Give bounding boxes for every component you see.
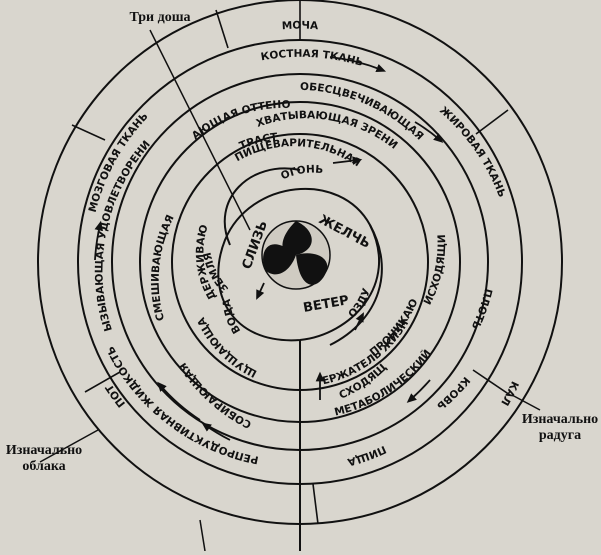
label-iznachalno-oblaka: Изначально облака: [5, 443, 83, 474]
arrow-4: [94, 220, 103, 261]
label-oshchushchayushchaya: ОЩУЩАЮЩАЯ: [0, 0, 259, 379]
triskelion-arm-1: [282, 221, 312, 256]
label-krov: КРОВЬ: [434, 374, 472, 412]
label-kostnaya: КОСТНАЯ ТКАНЬ: [260, 48, 365, 69]
arrow-ogon: [332, 156, 363, 165]
label-tri-dosha: Три доша: [129, 10, 191, 25]
label-mocha: МОЧА: [282, 20, 320, 33]
label-pishcha: ПИЩА: [345, 443, 388, 468]
triskelion-arm-3: [263, 244, 296, 275]
arrow-5: [157, 381, 201, 421]
label-ogon: ОГОНЬ: [279, 163, 324, 182]
label-iznachalno-raduga: Изначально радуга: [521, 412, 599, 443]
arrow-3: [201, 422, 231, 441]
label-udovletvorenie: ВЫЗЫВАЮЩАЯ УДОВЛЕТВОРЕНИЕ: [0, 0, 153, 333]
center-spiral: [217, 167, 383, 551]
label-veter: ВЕТЕР: [302, 293, 350, 316]
label-voda: ВОДА: [221, 297, 243, 335]
arrow-vozduh: [354, 312, 364, 331]
sector-dividers: [71, 0, 511, 525]
pointer-tri-dosha: [149, 29, 251, 231]
arrow-voda: [256, 282, 265, 300]
label-kal: КАЛ: [498, 379, 520, 407]
label-plot: ПЛОТЬ: [469, 287, 494, 331]
pointer-bottom-left: [199, 519, 206, 552]
pointer-raduga: [511, 394, 541, 411]
triskelion: [261, 220, 331, 290]
pointer-oblaka: [39, 429, 99, 463]
arrow-1: [329, 56, 387, 73]
arrow-2: [406, 379, 431, 403]
flow-arrows: [94, 56, 444, 441]
arrow-6: [414, 121, 444, 143]
pointer-lines: [39, 29, 541, 552]
triskelion-arm-2: [296, 253, 328, 285]
label-pot: ПОТ: [103, 381, 128, 409]
